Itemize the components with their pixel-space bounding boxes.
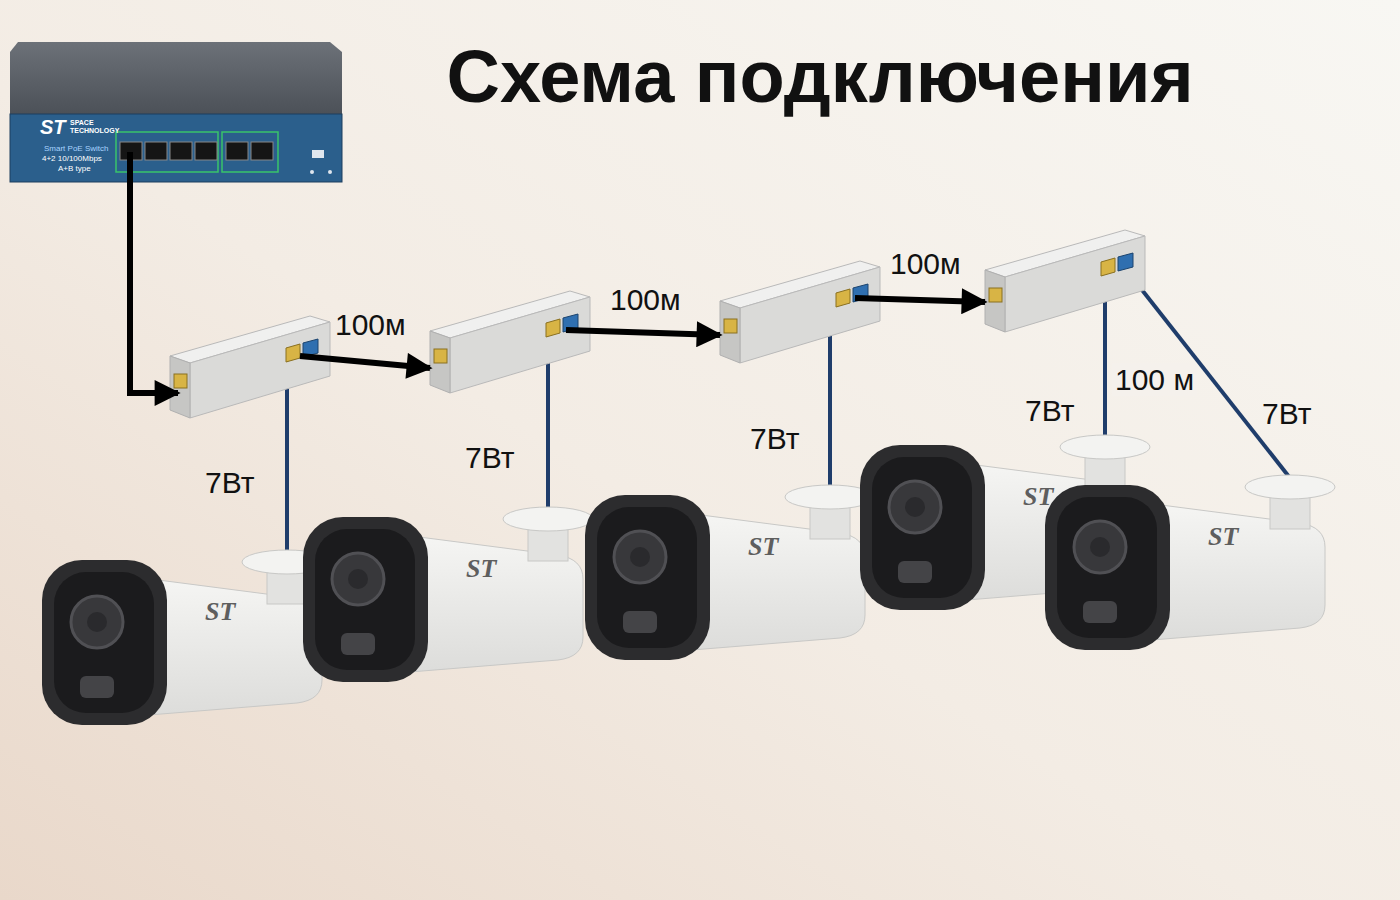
- power-label: 7Вт: [1025, 394, 1074, 427]
- switch-port: [145, 142, 167, 160]
- device-spec: A+B type: [58, 165, 91, 174]
- distance-label: 100м: [610, 283, 681, 316]
- camera-logo: ST: [466, 555, 496, 584]
- camera-logo: ST: [205, 598, 235, 627]
- camera-logo: ST: [748, 533, 778, 562]
- camera-logo: ST: [1208, 523, 1238, 552]
- power-label: 7Вт: [750, 422, 799, 455]
- ip-camera: [303, 507, 593, 682]
- port-group: [222, 132, 278, 172]
- ip-camera: [42, 550, 332, 725]
- device-spec: 4+2 10/100Mbps: [42, 155, 102, 164]
- uplink-arrow: [855, 298, 985, 302]
- uplink-arrow: [566, 330, 720, 335]
- distance-label: 100 м: [1112, 363, 1197, 396]
- poe-extender: [170, 316, 330, 418]
- distance-label: 100м: [335, 308, 406, 341]
- power-label: 7Вт: [205, 466, 254, 499]
- device-name: Smart PoE Switch: [44, 145, 108, 154]
- switch-port: [226, 142, 248, 160]
- camera-logo: ST: [1023, 483, 1053, 512]
- poe-switch: [10, 42, 342, 182]
- brand-name: SPACE TECHNOLOGY: [70, 119, 118, 134]
- distance-label: 100м: [890, 247, 961, 280]
- switch-front: [10, 114, 342, 182]
- uplink-arrows: [130, 152, 985, 393]
- switch-port: [195, 142, 217, 160]
- ip-camera: [1045, 475, 1335, 650]
- switch-led: [328, 170, 332, 174]
- poe-extender: [430, 291, 590, 393]
- power-label: 7Вт: [1262, 397, 1311, 430]
- switch-led: [310, 170, 314, 174]
- switch-button: [312, 150, 324, 158]
- switch-port: [170, 142, 192, 160]
- poe-extender: [720, 261, 880, 363]
- uplink-arrow: [130, 152, 178, 393]
- diagram-title: Схема подключения: [446, 36, 1193, 117]
- brand-logo: ST: [40, 116, 66, 138]
- switch-port: [251, 142, 273, 160]
- power-label: 7Вт: [465, 441, 514, 474]
- uplink-arrow: [300, 356, 430, 368]
- ip-camera: [585, 485, 875, 660]
- poe-extender: [985, 230, 1145, 332]
- switch-top: [10, 42, 342, 118]
